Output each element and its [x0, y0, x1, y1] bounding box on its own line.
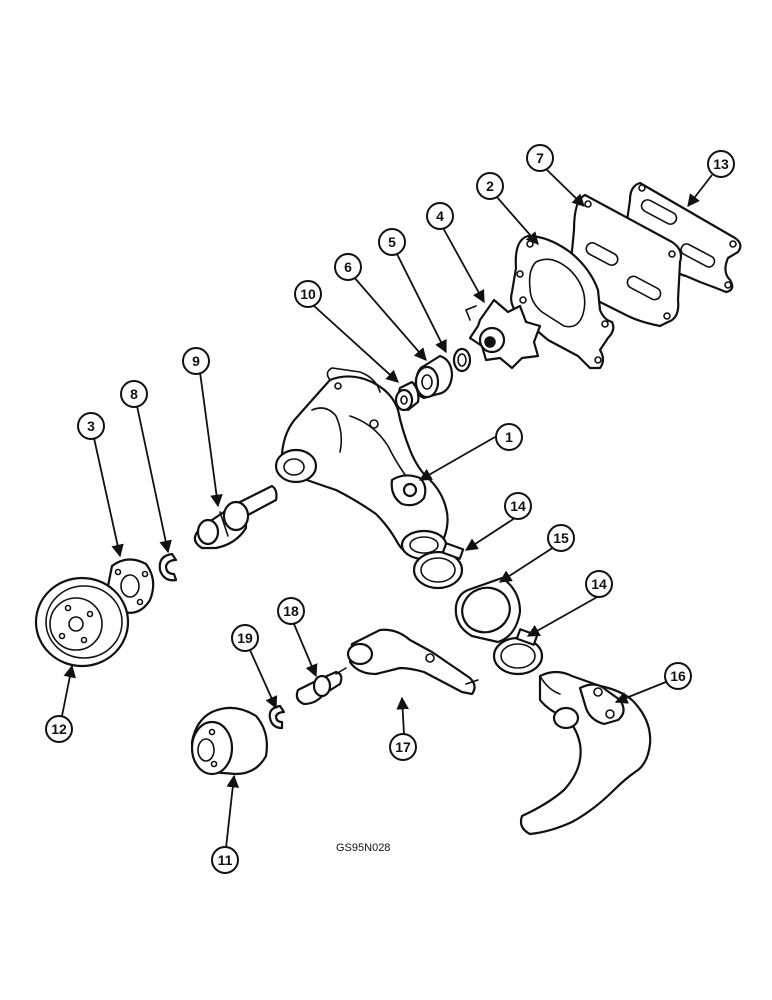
svg-text:17: 17 — [395, 739, 411, 755]
part-bypass-elbow — [346, 628, 479, 696]
svg-text:6: 6 — [344, 259, 352, 275]
callout-6: 6 — [334, 253, 362, 281]
part-pulley — [34, 576, 130, 668]
svg-text:4: 4 — [436, 208, 444, 224]
callout-10: 10 — [294, 280, 322, 308]
callout-4: 4 — [426, 202, 454, 230]
svg-text:7: 7 — [536, 150, 544, 166]
part-hose-clamp-upper — [412, 542, 465, 590]
part-snap-ring — [158, 552, 178, 582]
callout-3: 3 — [77, 412, 105, 440]
part-pump-shaft — [193, 484, 278, 550]
part-hose — [454, 576, 522, 644]
leader-lines — [61, 167, 713, 849]
callout-8: 8 — [120, 380, 148, 408]
svg-text:9: 9 — [192, 353, 200, 369]
svg-text:16: 16 — [670, 668, 686, 684]
part-thermostat-shaft — [295, 667, 347, 706]
svg-text:19: 19 — [237, 630, 253, 646]
svg-text:3: 3 — [87, 418, 95, 434]
part-hose-clamp-lower — [492, 628, 544, 676]
callout-12: 12 — [45, 715, 73, 743]
callout-2: 2 — [476, 172, 504, 200]
part-drive-pulley — [190, 706, 268, 776]
callout-7: 7 — [526, 144, 554, 172]
svg-text:12: 12 — [51, 721, 67, 737]
callout-18: 18 — [277, 597, 305, 625]
svg-text:11: 11 — [218, 852, 233, 868]
callout-1: 1 — [495, 423, 523, 451]
svg-text:8: 8 — [130, 386, 138, 402]
callout-16: 16 — [664, 662, 692, 690]
svg-text:13: 13 — [713, 156, 729, 172]
callout-13: 13 — [707, 150, 735, 178]
svg-text:18: 18 — [283, 603, 299, 619]
part-seal — [414, 354, 454, 400]
svg-text:14: 14 — [510, 498, 526, 514]
svg-text:5: 5 — [388, 234, 396, 250]
callout-5: 5 — [378, 228, 406, 256]
callout-17: 17 — [389, 733, 417, 761]
part-outlet-pipe — [519, 670, 652, 836]
callout-15: 15 — [547, 524, 575, 552]
svg-text:14: 14 — [591, 576, 607, 592]
callout-14-upper: 14 — [504, 492, 532, 520]
callout-9: 9 — [182, 347, 210, 375]
svg-text:15: 15 — [553, 530, 569, 546]
part-seal-ring — [452, 347, 472, 373]
callout-19: 19 — [231, 624, 259, 652]
figure-code: GS95N028 — [336, 842, 390, 854]
callout-11: 11 — [211, 846, 239, 874]
part-bushing — [394, 380, 420, 412]
part-retaining-clip — [268, 704, 286, 730]
callout-14-lower: 14 — [585, 570, 613, 598]
svg-text:2: 2 — [486, 178, 494, 194]
svg-text:1: 1 — [505, 429, 513, 445]
svg-text:10: 10 — [300, 286, 316, 302]
part-impeller — [464, 298, 542, 370]
